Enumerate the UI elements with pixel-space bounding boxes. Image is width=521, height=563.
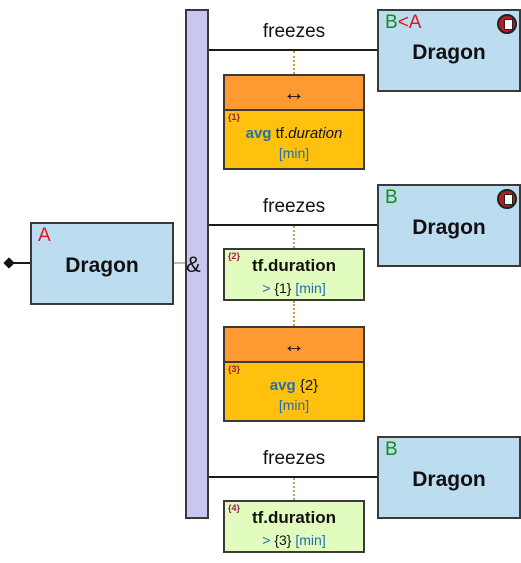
filter-condition-2: > {1} [min] <box>262 280 326 296</box>
aggregate-unit-1: [min] <box>278 145 310 161</box>
filter-ref-4: {4} <box>228 503 241 513</box>
combinator-bar[interactable] <box>185 9 209 519</box>
aggregate-function-3: avg {2} <box>269 377 319 394</box>
filter-box-4[interactable]: {4} tf.duration > {3} [min] <box>223 500 365 553</box>
filter-condition-4: > {3} [min] <box>262 532 326 548</box>
filter-title-2: tf.duration <box>251 256 337 275</box>
anchor-line <box>9 262 32 264</box>
aggregate-box-3[interactable]: ↔ {3} avg {2} [min] <box>223 326 365 422</box>
target-variable-1: B<A <box>385 12 422 33</box>
aggregate-function-1: avg tf.duration <box>245 125 343 142</box>
filter-box-2[interactable]: {2} tf.duration > {1} [min] <box>223 248 365 301</box>
link-dots-2 <box>293 226 295 248</box>
root-node[interactable]: A Dragon <box>30 222 174 305</box>
edge-label-1: freezes <box>262 21 326 42</box>
target-label-3: Dragon <box>412 468 486 491</box>
target-label-2: Dragon <box>412 216 486 239</box>
target-label-1: Dragon <box>412 41 486 64</box>
edge-label-3: freezes <box>262 448 326 469</box>
root-label: Dragon <box>65 254 139 277</box>
aggregate-unit-3: [min] <box>278 397 310 413</box>
edge-line-3 <box>209 476 378 478</box>
target-node-1[interactable]: B<A Dragon <box>377 9 521 92</box>
target-node-3[interactable]: B Dragon <box>377 436 521 519</box>
combinator-symbol: & <box>186 252 201 277</box>
target-variable-2: B <box>385 187 398 208</box>
aggregate-ref-3: {3} <box>228 364 241 374</box>
link-dots-4 <box>293 478 295 500</box>
double-arrow-icon: ↔ <box>225 328 363 363</box>
double-arrow-icon: ↔ <box>225 76 363 111</box>
link-dots-1 <box>293 51 295 74</box>
root-variable: A <box>38 225 51 246</box>
filter-title-4: tf.duration <box>251 508 337 527</box>
document-badge-icon[interactable] <box>497 189 517 209</box>
target-variable-3: B <box>385 439 398 460</box>
aggregate-box-1[interactable]: ↔ {1} avg tf.duration [min] <box>223 74 365 170</box>
edge-line-2 <box>209 224 378 226</box>
filter-ref-2: {2} <box>228 251 241 261</box>
root-connector <box>174 262 185 264</box>
edge-line-1 <box>209 49 378 51</box>
link-dots-3 <box>293 301 295 326</box>
edge-label-2: freezes <box>262 196 326 217</box>
aggregate-ref-1: {1} <box>228 112 241 122</box>
document-badge-icon[interactable] <box>497 14 517 34</box>
target-node-2[interactable]: B Dragon <box>377 184 521 267</box>
